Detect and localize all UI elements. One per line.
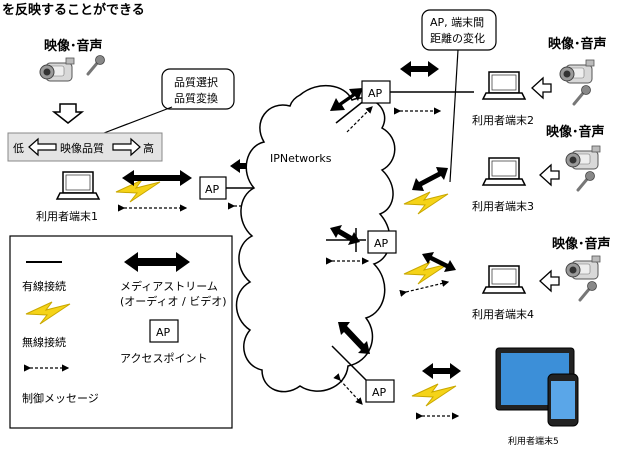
- legend-ap-box: [149, 319, 179, 343]
- legend: 有線接続 無線接続 制御メッセージ メディアストリーム (オーディオ / ビデオ…: [9, 235, 233, 429]
- camcorder-icon-2: [559, 59, 595, 84]
- terminal-5-label: 利用者端末5: [508, 435, 559, 447]
- lightning-icon-t3: [403, 191, 449, 215]
- legend-control: 制御メッセージ: [22, 391, 99, 405]
- ap-left-label: AP: [205, 183, 220, 196]
- ap-3-label: AP: [374, 237, 389, 250]
- microphone-icon: [86, 54, 106, 76]
- media-label-top-left: 映像･音声: [44, 38, 103, 54]
- legend-ap-label: AP: [156, 326, 171, 339]
- camcorder-icon-3: [565, 145, 601, 170]
- laptop-icon-t1: [56, 171, 100, 200]
- legend-stream-line2: (オーディオ / ビデオ): [120, 294, 227, 308]
- callout-quality-line1: 品質選択: [174, 75, 218, 89]
- hollow-left-arrow-4: [539, 269, 560, 293]
- stream-ap2-cloud: [330, 88, 363, 111]
- legend-stream-arrow: [124, 252, 190, 272]
- microphone-icon-4: [578, 280, 598, 302]
- stream-t3: [412, 167, 448, 191]
- cloud-icon: [235, 84, 396, 393]
- laptop-icon-t2: [482, 71, 526, 100]
- terminal-4-label: 利用者端末4: [472, 307, 534, 321]
- media-label-right-3: 映像･音声: [552, 236, 611, 252]
- legend-wireless: 無線接続: [22, 335, 66, 349]
- laptop-icon-t3: [482, 157, 526, 186]
- camcorder-icon-4: [565, 255, 601, 280]
- legend-access-point: アクセスポイント: [120, 352, 207, 365]
- quality-low: 低: [13, 142, 24, 155]
- lightning-icon-t5: [411, 383, 457, 407]
- lightning-icon-t1: [115, 179, 161, 203]
- quality-high: 高: [143, 141, 154, 155]
- quality-label: 映像品質: [60, 141, 104, 155]
- hollow-down-arrow: [51, 103, 85, 124]
- callout-distance: [421, 9, 497, 51]
- callout-quality: [161, 68, 235, 110]
- stream-cloud-ap4: [338, 322, 370, 354]
- terminal-3-label: 利用者端末3: [472, 199, 534, 213]
- callout-distance-line2: 距離の変化: [430, 31, 485, 45]
- hollow-left-arrow-3: [539, 163, 560, 187]
- hollow-left-arrow-2: [531, 76, 552, 100]
- header-text: を反映することができる: [2, 2, 145, 18]
- network-label: IPNetworks: [270, 152, 332, 165]
- microphone-icon-3: [576, 170, 596, 192]
- media-label-right-1: 映像･音声: [548, 36, 607, 52]
- stream-t4: [422, 252, 456, 272]
- legend-wired: 有線接続: [22, 279, 66, 293]
- ap-3: [367, 230, 397, 254]
- microphone-icon-2: [572, 84, 592, 106]
- media-label-right-2: 映像･音声: [546, 124, 605, 140]
- ap-2-label: AP: [368, 87, 383, 100]
- stream-t2: [400, 61, 439, 77]
- terminal-1-label: 利用者端末1: [36, 209, 98, 223]
- ap-4: [365, 379, 395, 403]
- camcorder-icon: [39, 57, 75, 82]
- laptop-icon-t4: [482, 265, 526, 294]
- stream-t1: [122, 170, 192, 186]
- ap-4-label: AP: [372, 386, 387, 399]
- legend-stream-line1: メディアストリーム: [120, 279, 218, 293]
- stream-t5: [422, 363, 461, 379]
- callout-quality-line2: 品質変換: [174, 91, 218, 105]
- callout-distance-line1: AP, 端末間: [430, 15, 484, 29]
- smartphone-icon: [547, 373, 579, 427]
- terminal-2-label: 利用者端末2: [472, 113, 534, 127]
